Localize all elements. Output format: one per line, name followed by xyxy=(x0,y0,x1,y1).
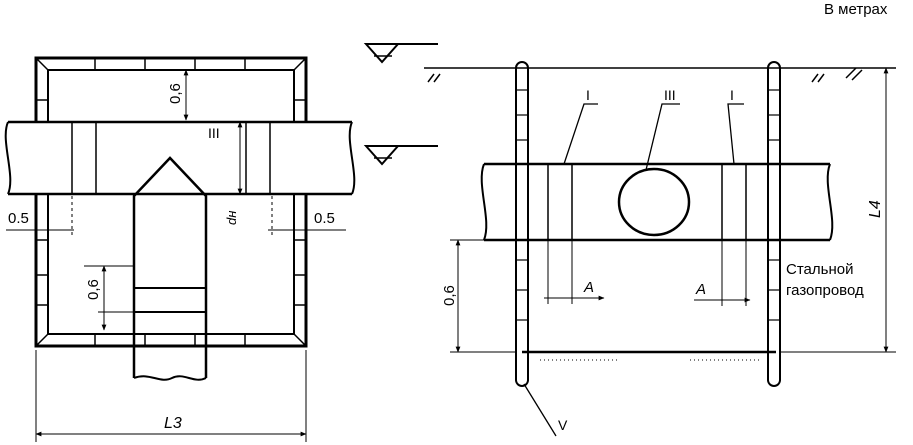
label-V: V xyxy=(558,417,568,433)
leader-III: III xyxy=(645,87,680,171)
plan-view: 0,6 III dн 0.5 0.5 0,6 xyxy=(4,56,356,442)
dim-pipe-diameter: dн xyxy=(224,121,243,225)
water-level-symbols xyxy=(363,43,438,166)
units-note: В метрах xyxy=(824,1,888,18)
dim-top-label: 0,6 xyxy=(167,83,184,104)
dim-step-label: 0,6 xyxy=(85,279,102,300)
leader-I-left: I xyxy=(563,87,598,165)
label-I-right: I xyxy=(730,87,734,103)
label-I-left: I xyxy=(586,87,590,103)
pipe-diameter-label: dн xyxy=(224,211,239,225)
service-passage xyxy=(132,156,208,381)
section-view: I III I A A 0,6 xyxy=(424,61,896,437)
gas-pipe-section xyxy=(480,162,834,242)
leader-I-right: I xyxy=(727,87,744,165)
dim-right-label: 0.5 xyxy=(314,210,335,227)
ground-hatch xyxy=(427,67,863,83)
dim-A-right-label: A xyxy=(695,281,706,298)
dim-left: 0.5 xyxy=(6,196,74,238)
dim-right: 0.5 xyxy=(268,196,346,238)
label-III: III xyxy=(664,87,676,103)
dim-bottom: 0,6 xyxy=(441,239,516,353)
brick-ticks xyxy=(36,58,306,346)
dim-bottom-label: 0,6 xyxy=(441,285,458,306)
section-label-III: III xyxy=(208,125,220,141)
dim-top: 0,6 xyxy=(167,69,189,121)
pipe-circle xyxy=(617,167,691,237)
pit-outer-wall xyxy=(34,56,308,348)
dim-height: L4 xyxy=(780,67,896,353)
pipe-text-line2: газопровод xyxy=(786,282,864,299)
dim-step: 0,6 xyxy=(84,265,134,331)
pipe-text-line1: Стальной xyxy=(786,261,853,278)
dim-A-left-label: A xyxy=(583,279,594,296)
gas-pipe-plan xyxy=(4,120,356,196)
wall-corners xyxy=(35,57,307,347)
pit-inner-wall xyxy=(47,69,295,335)
dim-width: L3 xyxy=(35,350,307,442)
dim-A-right: A xyxy=(694,240,751,306)
dim-height-label: L4 xyxy=(867,200,884,218)
dim-A-left: A xyxy=(544,240,605,304)
dim-left-label: 0.5 xyxy=(8,210,29,227)
dim-width-label: L3 xyxy=(164,415,182,432)
leader-V: V xyxy=(523,383,568,437)
